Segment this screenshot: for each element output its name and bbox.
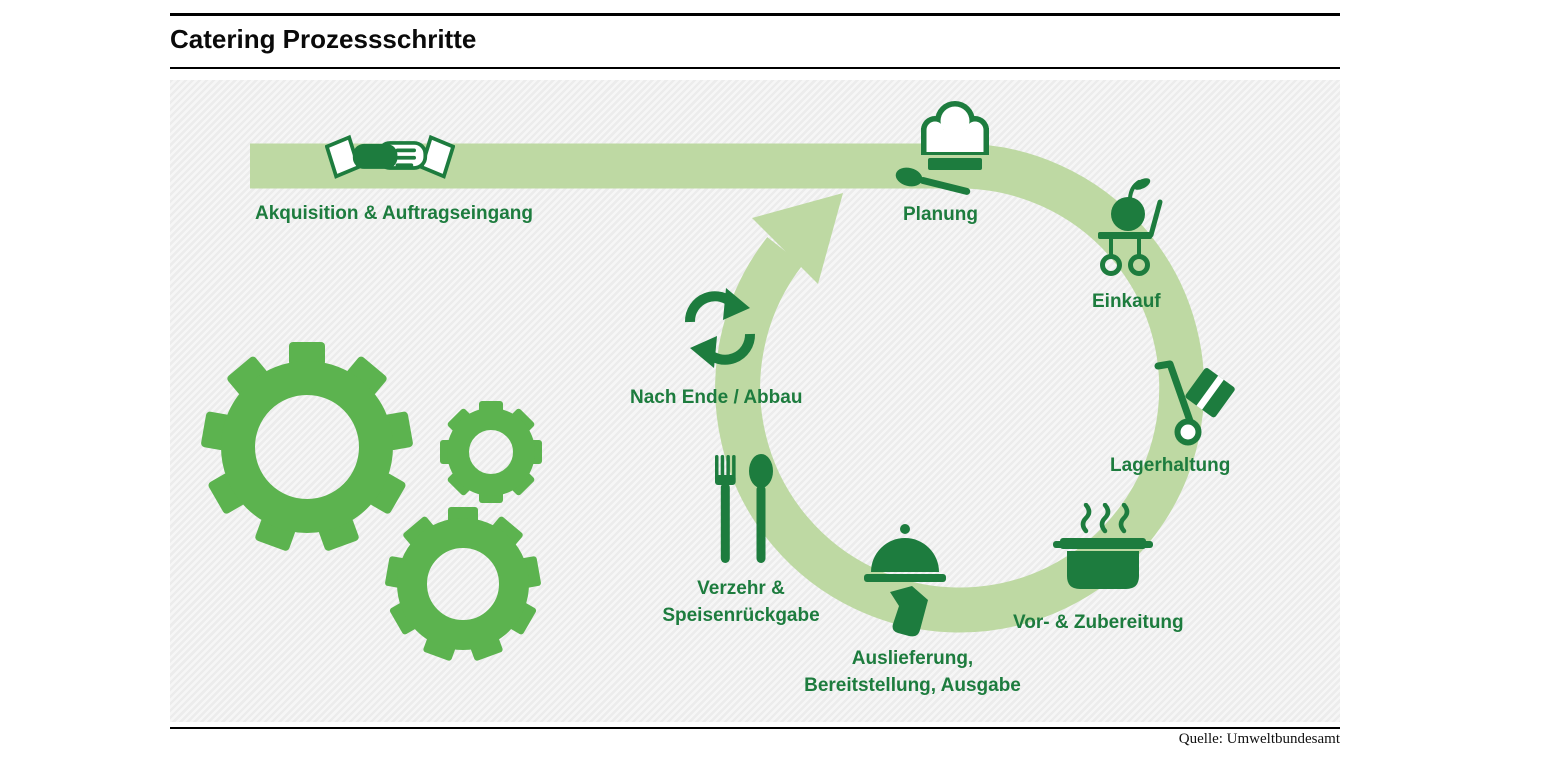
hand-truck-icon	[1154, 360, 1235, 446]
serving-cloche-icon	[864, 524, 946, 637]
page-title: Catering Prozessschritte	[170, 24, 477, 54]
entry-label: Akquisition & Auftragseingang	[255, 203, 533, 224]
gear-medium-icon	[385, 507, 541, 661]
step-label-lagerhaltung: Lagerhaltung	[1110, 455, 1231, 476]
step-label-einkauf: Einkauf	[1092, 291, 1161, 312]
cooking-pot-icon	[1053, 503, 1153, 589]
header-top-rule	[170, 13, 1340, 16]
header-bottom-rule	[170, 67, 1340, 69]
step-label-auslieferung: Auslieferung, Bereitstellung, Ausgabe	[804, 648, 1021, 696]
gear-small-icon	[440, 401, 542, 503]
flow-arrowhead-icon	[752, 193, 843, 284]
step-label-vor-zubereitung: Vor- & Zubereitung	[1013, 612, 1184, 633]
cart-apple-icon	[1098, 178, 1163, 276]
recycle-arrows-icon	[685, 288, 755, 368]
handshake-icon	[325, 134, 455, 179]
step-label-planung: Planung	[903, 204, 978, 225]
source-credit: Quelle: Umweltbundesamt	[1178, 731, 1340, 747]
gear-large-icon	[201, 342, 413, 551]
step-label-verzehr: Verzehr & Speisenrückgabe	[662, 578, 820, 626]
fork-spoon-icon	[715, 454, 773, 563]
step-label-nach-ende-abbau: Nach Ende / Abbau	[630, 387, 803, 408]
footer-rule	[170, 727, 1340, 729]
chef-hat-spoon-icon	[895, 101, 989, 195]
